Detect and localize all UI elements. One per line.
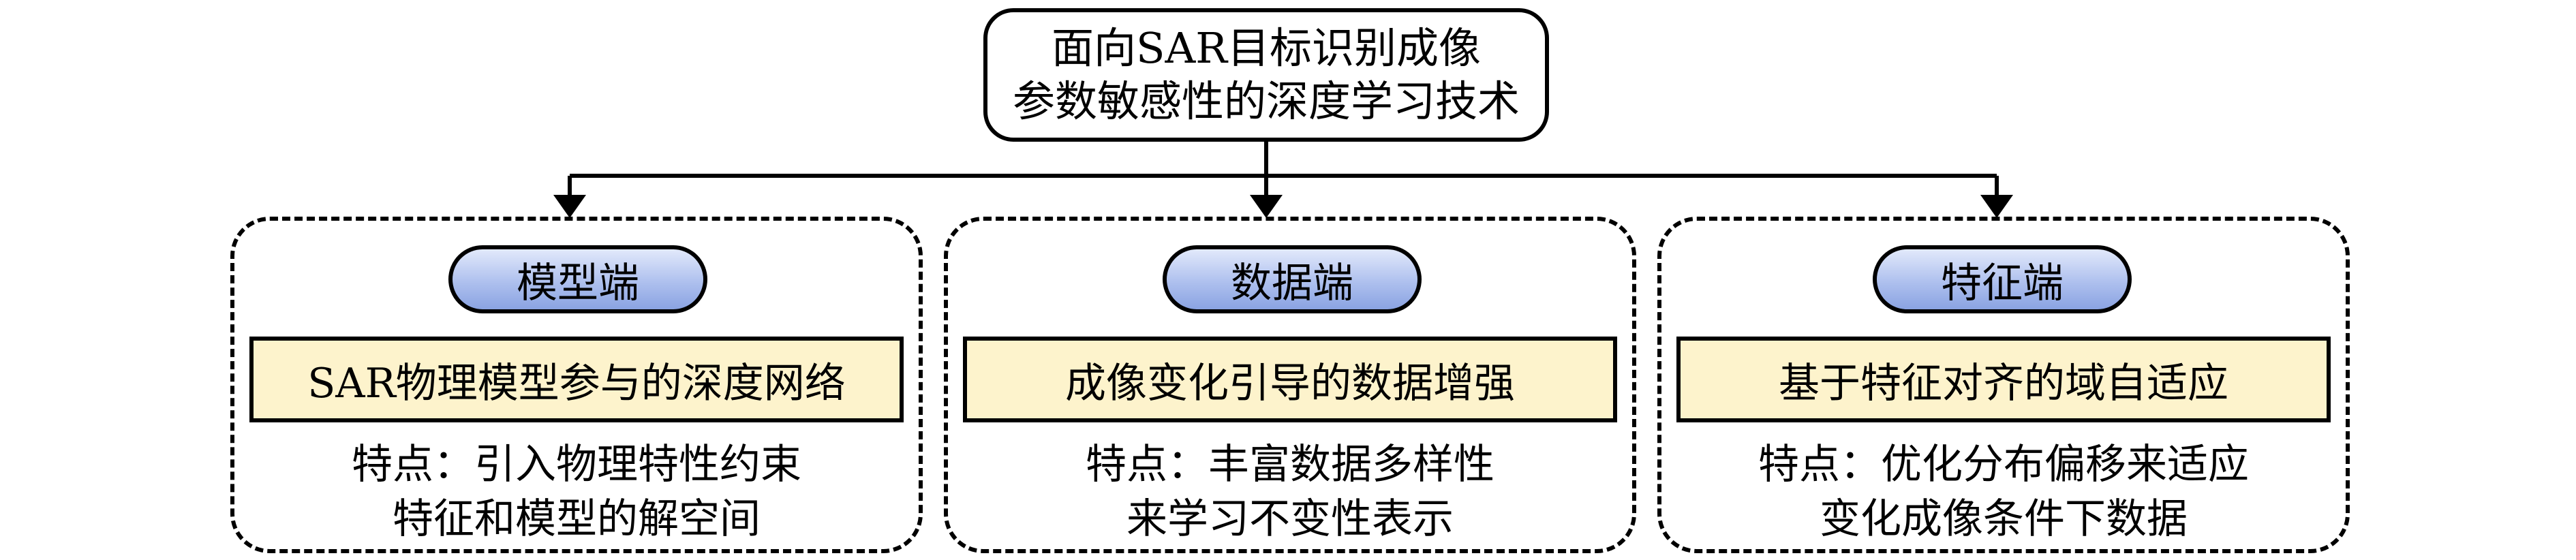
- branch-panel-model: 模型端 SAR物理模型参与的深度网络 特点：引入物理特性约束 特征和模型的解空间: [230, 217, 923, 553]
- branch-method-feature: 基于特征对齐的域自适应: [1676, 337, 2331, 422]
- branch-method-model: SAR物理模型参与的深度网络: [249, 337, 904, 422]
- root-title-line-1: 面向SAR目标识别成像: [1052, 23, 1481, 73]
- branch-header-feature: 特征端: [1873, 245, 2132, 313]
- root-topic-box: 面向SAR目标识别成像 参数敏感性的深度学习技术: [983, 8, 1549, 142]
- branch-feature-feature: 特点：优化分布偏移来适应 变化成像条件下数据: [1661, 437, 2346, 546]
- branch-feature-model: 特点：引入物理特性约束 特征和模型的解空间: [234, 437, 919, 546]
- branch-feature-feature-line-2: 变化成像条件下数据: [1820, 495, 2188, 543]
- branch-panel-feature: 特征端 基于特征对齐的域自适应 特点：优化分布偏移来适应 变化成像条件下数据: [1657, 217, 2350, 553]
- arrowhead-data: [1250, 195, 1283, 218]
- branch-feature-data: 特点：丰富数据多样性 来学习不变性表示: [948, 437, 1632, 546]
- branch-feature-data-line-2: 来学习不变性表示: [1126, 495, 1454, 543]
- branch-feature-model-line-2: 特征和模型的解空间: [393, 495, 761, 543]
- branch-header-data: 数据端: [1163, 245, 1422, 313]
- branch-feature-model-line-1: 特点：引入物理特性约束: [352, 441, 801, 488]
- arrowhead-feature: [1980, 195, 2013, 218]
- branch-feature-data-line-1: 特点：丰富数据多样性: [1086, 441, 1494, 488]
- branch-header-model: 模型端: [448, 245, 707, 313]
- arrowhead-model: [553, 195, 586, 218]
- branch-panel-data: 数据端 成像变化引导的数据增强 特点：丰富数据多样性 来学习不变性表示: [944, 217, 1636, 553]
- branch-method-data: 成像变化引导的数据增强: [963, 337, 1617, 422]
- root-title-line-2: 参数敏感性的深度学习技术: [1012, 76, 1520, 126]
- branch-feature-feature-line-1: 特点：优化分布偏移来适应: [1758, 441, 2249, 488]
